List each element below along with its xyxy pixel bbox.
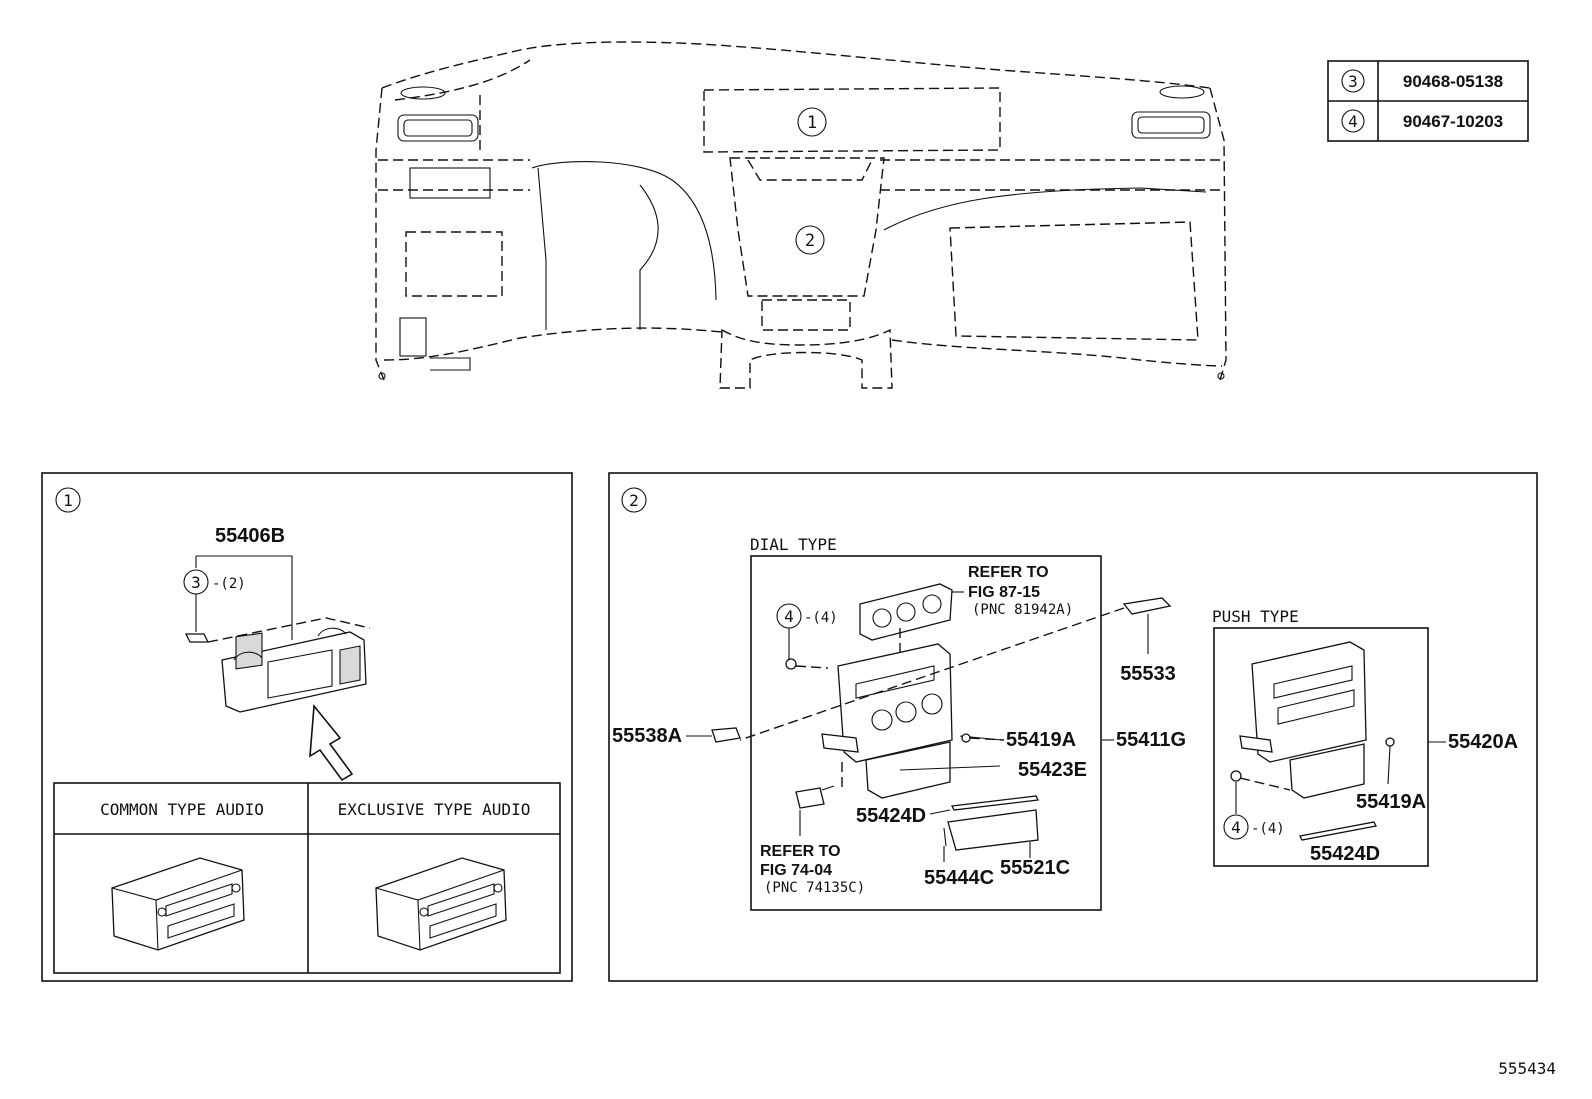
part-55419A-push: 55419A [1356, 791, 1426, 813]
legend-ref-4: 4 [1348, 112, 1358, 131]
legend-ref-circle-4 [1341, 109, 1365, 133]
push-ref-qty: -(4) [1251, 821, 1285, 837]
refer-bottom-line3: (PNC 74135C) [764, 880, 865, 896]
dial-type-box [750, 555, 1102, 911]
exclusive-type-audio-label: EXCLUSIVE TYPE AUDIO [338, 800, 531, 819]
legend-table: 3 90468-05138 4 90467-10203 [1327, 60, 1529, 142]
refer-top-line2: FIG 87-15 [968, 584, 1040, 601]
dashboard-outline [375, 41, 1227, 389]
panel-1-marker-circle [55, 487, 81, 513]
legend-ref-3: 3 [1348, 72, 1358, 91]
refer-bottom-part [795, 787, 825, 809]
part-55406B: 55406B [215, 525, 285, 547]
bezel-55406B [207, 617, 371, 713]
part-55411G: 55411G [1116, 729, 1186, 751]
part-55533: 55533 [1120, 663, 1176, 685]
dial-ref: 4 [784, 607, 794, 626]
legend-ref-circle-3 [1341, 69, 1365, 93]
part-55424D: 55424D [856, 805, 926, 827]
part-55424D-push: 55424D [1310, 843, 1380, 865]
push-type-box [1213, 627, 1429, 867]
trim-strip-push [1299, 821, 1377, 841]
dial-control-panel [859, 583, 953, 641]
dial-ref-qty: -(4) [804, 610, 838, 626]
panel-1-marker: 1 [63, 491, 73, 510]
dial-type-title: DIAL TYPE [750, 535, 837, 554]
push-ref-circle [1223, 814, 1249, 840]
part-55420A: 55420A [1448, 731, 1518, 753]
pocket-55521C [947, 809, 1039, 851]
part-55521C: 55521C [1000, 857, 1070, 879]
trim-strip-dial [951, 795, 1039, 811]
part-55533-shape [1122, 597, 1172, 615]
dash-callout-circle-1 [797, 107, 827, 137]
center-cluster-55411G [821, 628, 1003, 799]
push-cluster [1239, 641, 1367, 799]
view-arrow [309, 703, 354, 782]
common-audio-unit [111, 857, 245, 951]
panel-1-ref: 3 [191, 573, 201, 592]
panel-1: 1 55406B 3 -(2) COMMON TYPE AUDIO EXCLUS… [41, 472, 573, 982]
dash-callout-1: 1 [807, 113, 817, 133]
part-55444C: 55444C [924, 867, 994, 889]
panel-1-ref-qty: -(2) [212, 576, 246, 592]
legend-part-no-3: 90468-05138 [1403, 72, 1503, 91]
exclusive-audio-unit [375, 857, 507, 951]
figure-id: 555434 [1498, 1059, 1556, 1078]
refer-top-line1: REFER TO [968, 564, 1049, 581]
refer-bottom-line1: REFER TO [760, 843, 841, 860]
panel-2-marker-circle [621, 487, 647, 513]
refer-bottom-line2: FIG 74-04 [760, 862, 832, 879]
part-55423E: 55423E [1018, 759, 1087, 781]
dash-callout-2: 2 [805, 231, 815, 251]
part-55419A: 55419A [1006, 729, 1076, 751]
push-type-title: PUSH TYPE [1212, 607, 1299, 626]
legend-part-no-4: 90467-10203 [1403, 112, 1503, 131]
part-55538A: 55538A [612, 725, 682, 747]
panel-2: 2 DIAL TYPE REFER TO FIG 87-15 (PNC 8194… [608, 472, 1538, 982]
panel-2-marker: 2 [629, 491, 639, 510]
common-type-audio-label: COMMON TYPE AUDIO [100, 800, 264, 819]
push-ref: 4 [1231, 818, 1241, 837]
dash-callout-circle-2 [795, 225, 825, 255]
refer-top-line3: (PNC 81942A) [972, 602, 1073, 618]
